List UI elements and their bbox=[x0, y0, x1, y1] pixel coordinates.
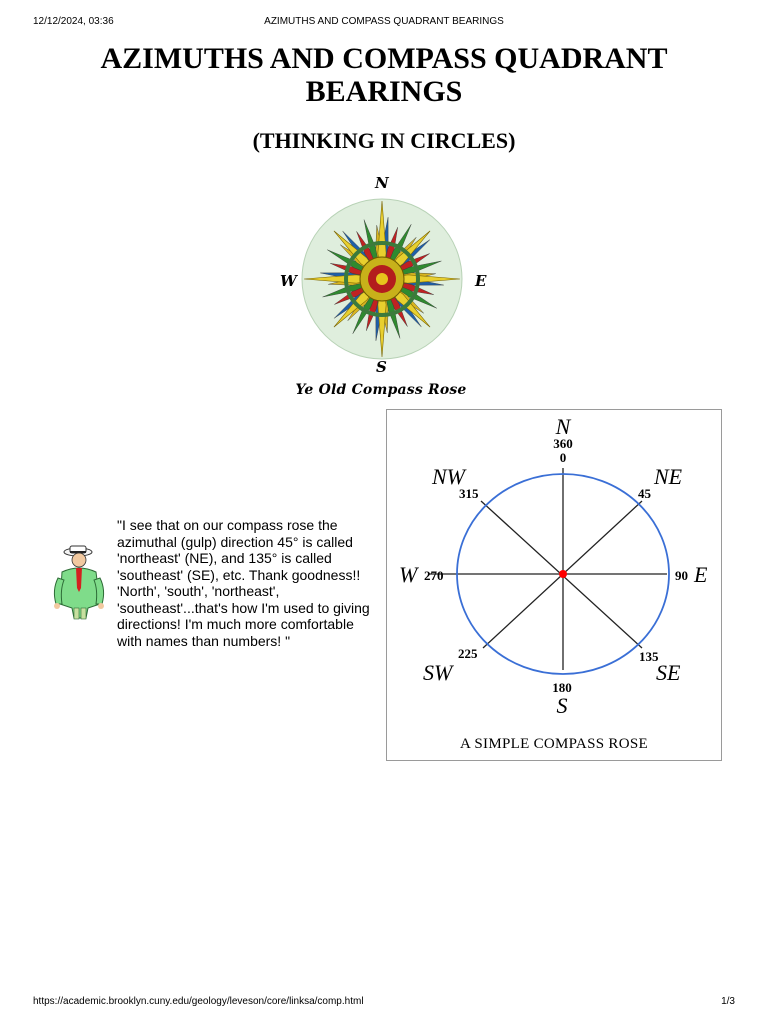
man-illustration bbox=[53, 545, 105, 620]
dir-ne: NE bbox=[653, 464, 683, 489]
compass-circle bbox=[456, 473, 670, 675]
print-url: https://academic.brooklyn.cuny.edu/geolo… bbox=[33, 996, 364, 1007]
quote-text: "I see that on our compass rose the azim… bbox=[117, 517, 370, 649]
dir-sw: SW bbox=[423, 660, 454, 685]
simple-rose-diagram: N 360 0 NW 315 NE 45 W 270 90 E 225 SW 1… bbox=[399, 414, 708, 718]
print-footer: https://academic.brooklyn.cuny.edu/geolo… bbox=[0, 996, 768, 1010]
deg-135: 135 bbox=[639, 649, 659, 664]
print-date: 12/12/2024, 03:36 bbox=[33, 16, 114, 27]
page-title: AZIMUTHS AND COMPASS QUADRANT BEARINGS bbox=[100, 42, 668, 108]
old-rose-east-label: E bbox=[475, 272, 487, 290]
cartoon-man-image bbox=[48, 544, 110, 620]
dir-nw: NW bbox=[431, 464, 467, 489]
old-rose-caption: Ye Old Compass Rose bbox=[295, 382, 467, 398]
dir-e: E bbox=[693, 562, 708, 587]
print-page-number: 1/3 bbox=[721, 996, 735, 1007]
deg-45: 45 bbox=[638, 486, 652, 501]
old-rose-west-label: W bbox=[280, 272, 297, 290]
deg-270: 270 bbox=[424, 568, 444, 583]
compass-rose-illustration bbox=[301, 198, 463, 360]
page-subtitle: (THINKING IN CIRCLES) bbox=[252, 128, 516, 153]
deg-360: 360 bbox=[553, 436, 573, 451]
dir-s: S bbox=[557, 693, 568, 718]
deg-180: 180 bbox=[552, 680, 572, 695]
deg-225: 225 bbox=[458, 646, 478, 661]
old-rose-north-label: N bbox=[375, 174, 389, 192]
dir-se: SE bbox=[656, 660, 681, 685]
simple-rose-caption: A SIMPLE COMPASS ROSE bbox=[460, 736, 648, 752]
dir-w: W bbox=[399, 562, 419, 587]
old-compass-rose: N W E S Ye Old Compass Rose bbox=[276, 172, 486, 402]
old-rose-south-label: S bbox=[376, 358, 387, 376]
simple-compass-rose: N 360 0 NW 315 NE 45 W 270 90 E 225 SW 1… bbox=[386, 409, 722, 761]
print-header: 12/12/2024, 03:36 AZIMUTHS AND COMPASS Q… bbox=[0, 16, 768, 30]
print-title: AZIMUTHS AND COMPASS QUADRANT BEARINGS bbox=[264, 16, 504, 27]
deg-315: 315 bbox=[459, 486, 479, 501]
deg-0: 0 bbox=[560, 450, 567, 465]
dir-n: N bbox=[555, 414, 572, 439]
deg-90: 90 bbox=[675, 568, 688, 583]
center-point bbox=[559, 570, 567, 578]
